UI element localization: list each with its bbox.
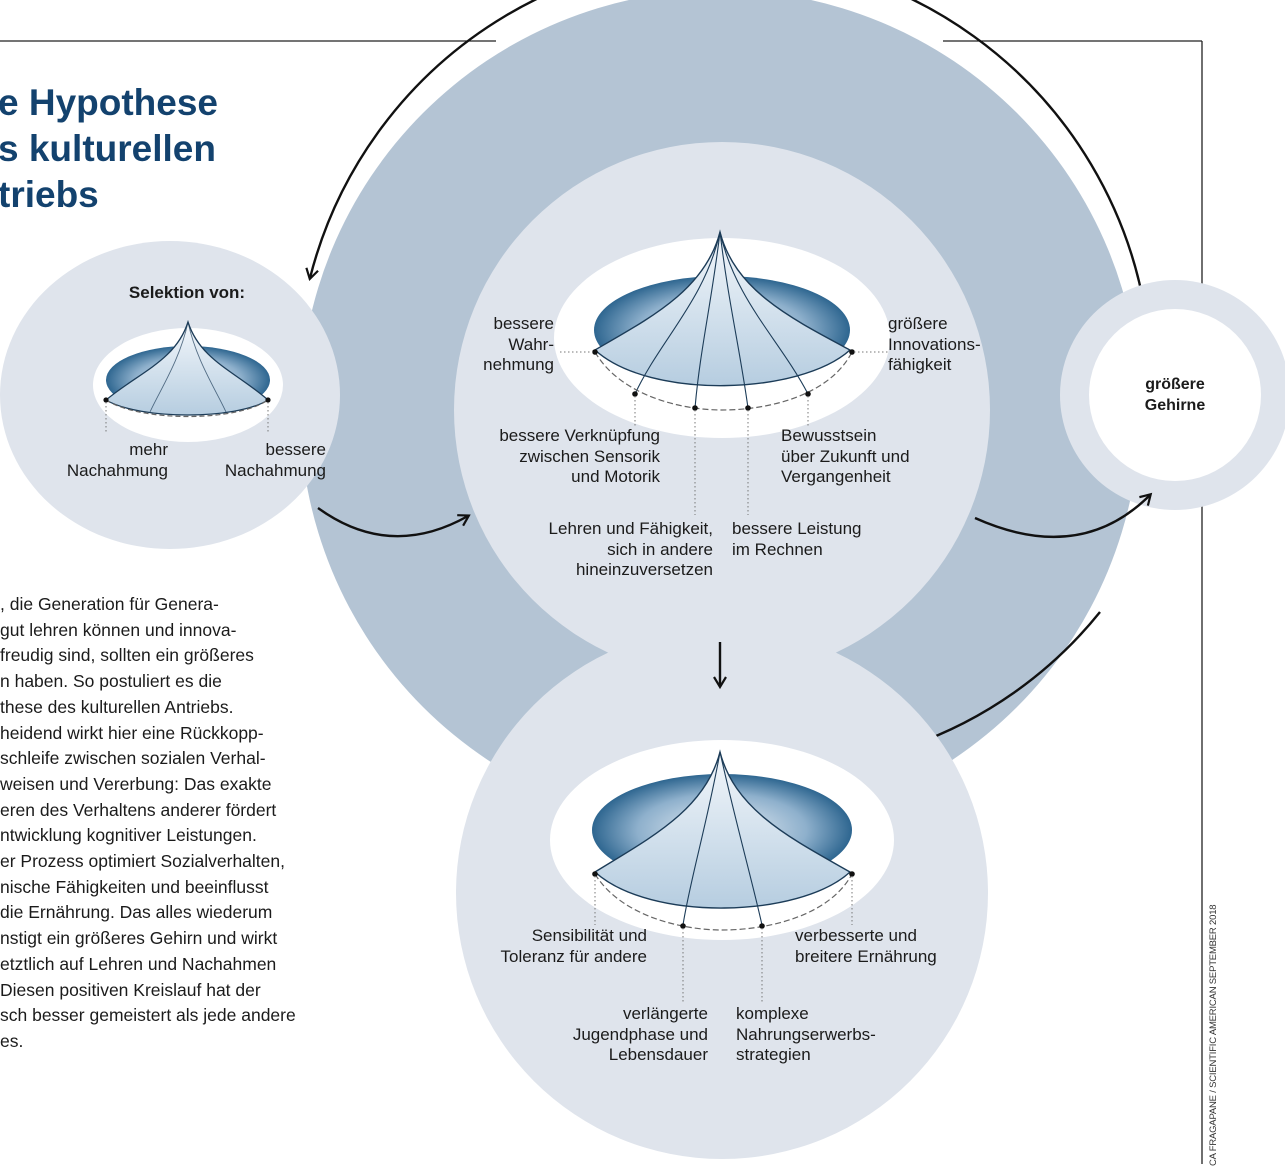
- selection-heading: Selektion von:: [128, 283, 246, 302]
- body-text-line: these des kulturellen Antriebs.: [0, 696, 234, 717]
- body-text: , die Generation für Genera-gut lehren k…: [0, 592, 410, 1055]
- body-text-line: n haben. So postuliert es die: [0, 671, 222, 692]
- bottom-leader-lines: [594, 876, 853, 1002]
- body-text-line: , die Generation für Genera-: [0, 594, 219, 614]
- result-inner-disc: [1089, 309, 1261, 481]
- page-title: e Hypothese s kulturellen triebs: [0, 82, 219, 215]
- dome-bottom: [550, 740, 894, 940]
- label-lehren: Lehren und Fähigkeit, sich in andere hin…: [548, 519, 713, 579]
- body-text-line: es.: [0, 1030, 24, 1051]
- cycle-arc-top: [305, 0, 1153, 489]
- label-wahrnehmung: bessere Wahr- nehmung: [483, 314, 554, 374]
- label-rechnen: bessere Leistung im Rechnen: [732, 519, 862, 559]
- body-text-line: die Ernährung. Das alles wiederum: [0, 902, 273, 923]
- body-text-line: Diesen positiven Kreislauf hat der: [0, 979, 261, 1000]
- frame-lines: [0, 40, 1203, 1164]
- body-text-line: nstigt ein größeres Gehirn und wirkt: [0, 928, 278, 949]
- label-innovation: größere Innovations- fähigkeit: [888, 314, 981, 374]
- body-text-line: etztlich auf Lehren und Nachahmen: [0, 953, 277, 974]
- body-text-line: schleife zwischen sozialen Verhal-: [0, 748, 266, 769]
- body-text-line: eren des Verhaltens anderer fördert: [0, 799, 277, 820]
- image-credit: CA FRAGAPANE / SCIENTIFIC AMERICAN SEPTE…: [1208, 904, 1219, 1166]
- label-ernaehrung: verbesserte und breitere Ernährung: [795, 926, 937, 966]
- body-text-line: nische Fähigkeiten und beeinflusst: [0, 876, 269, 897]
- label-bewusstsein: Bewusstsein über Zukunft und Vergangenhe…: [781, 426, 910, 486]
- label-mehr-nachahmung: mehr Nachahmung: [66, 440, 168, 480]
- dome-selection: [93, 319, 283, 442]
- arrow-selection-to-middle: [317, 507, 471, 538]
- label-nahrungserwerb: komplexe Nahrungserwerbs- strategien: [736, 1004, 876, 1064]
- middle-leader-lines: [560, 351, 888, 515]
- label-jugendphase: verlängerte Jugendphase und Lebensdauer: [572, 1004, 708, 1064]
- dome-middle: [554, 229, 890, 438]
- label-bessere-nachahmung: bessere Nachahmung: [224, 440, 326, 480]
- body-text-line: sch besser gemeistert als jede andere: [0, 1005, 296, 1026]
- arrow-middle-to-result: [974, 492, 1153, 539]
- body-text-line: gut lehren können und innova-: [0, 619, 237, 640]
- body-text-line: freudig sind, sollten ein größeres: [0, 645, 254, 666]
- body-text-line: heidend wirkt hier eine Rückkopp-: [0, 722, 264, 743]
- label-sensibilitaet: Sensibilität und Toleranz für andere: [500, 926, 647, 966]
- body-text-line: weisen und Vererbung: Das exakte: [0, 773, 272, 794]
- body-text-line: ntwicklung kognitiver Leistungen.: [0, 825, 257, 846]
- label-groessere-gehirne: größere Gehirne: [1144, 376, 1206, 414]
- label-verknuepfung: bessere Verknüpfung zwischen Sensorik un…: [499, 426, 660, 486]
- body-text-line: er Prozess optimiert Sozialverhalten,: [0, 851, 285, 872]
